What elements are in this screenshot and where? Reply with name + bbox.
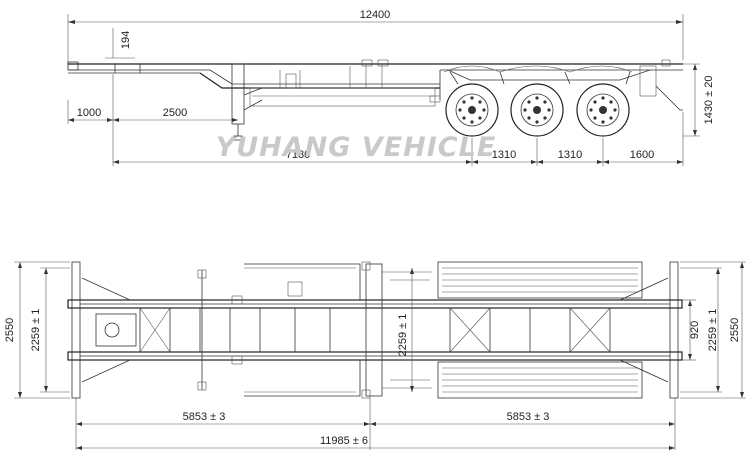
- wheel-2: [510, 83, 564, 137]
- wheels: [443, 65, 633, 137]
- front-lock-span-label: 5853 ± 3: [183, 411, 226, 423]
- overall-width-right-label: 2550: [729, 318, 741, 342]
- wheel-3: [576, 83, 630, 137]
- center-locks-width-label: 2259 ± 1: [397, 314, 409, 357]
- front-overhang-label: 1000: [77, 107, 101, 119]
- beam-spacing-label: 920: [689, 321, 701, 339]
- watermark-text: YUHANG VEHICLE: [216, 132, 497, 163]
- overall-length-dimension: 12400: [67, 9, 684, 68]
- trailer-side-body: [67, 59, 683, 141]
- overall-length-label: 12400: [360, 9, 391, 21]
- axle-spacing-1-label: 1310: [492, 149, 516, 161]
- beam-spacing-dimension: 920: [682, 299, 701, 361]
- plan-view: 2550 2259 ± 1: [4, 261, 746, 450]
- wheel-1: [445, 83, 499, 137]
- center-locks-width-dimension: 2259 ± 1: [397, 268, 414, 392]
- deck-height-label: 1430 ± 20: [703, 76, 715, 125]
- landing-gear-offset-label: 2500: [163, 107, 187, 119]
- kingpin-height-label: 194: [120, 31, 132, 49]
- total-lock-span-label: 11985 ± 6: [320, 435, 368, 447]
- locks-width-right-dimension: 2259 ± 1: [680, 267, 722, 393]
- deck-height-dimension: 1430 ± 20: [683, 63, 715, 137]
- front-overhang-dimension: 1000 2500: [67, 74, 238, 166]
- kingpin-to-axle-label: 7180: [286, 149, 310, 161]
- overall-width-left-label: 2550: [4, 318, 16, 342]
- rear-lock-span-label: 5853 ± 3: [507, 411, 550, 423]
- locks-width-left-dimension: 2259 ± 1: [30, 267, 70, 393]
- rear-overhang-label: 1600: [630, 149, 654, 161]
- lock-span-dimensions: 5853 ± 3 5853 ± 3 11985 ± 6: [75, 398, 676, 450]
- axle-dimensions: 7180 1310 1310 1600: [113, 112, 684, 166]
- locks-width-left-label: 2259 ± 1: [30, 309, 42, 352]
- kingpin-height-dimension: 194: [105, 28, 135, 59]
- axle-spacing-2-label: 1310: [558, 149, 582, 161]
- locks-width-right-label: 2259 ± 1: [707, 309, 719, 352]
- overall-width-left-dimension: 2550: [4, 261, 70, 399]
- overall-width-right-dimension: 2550: [680, 261, 746, 399]
- side-view: 12400 194: [67, 9, 715, 166]
- plan-frame: [67, 261, 683, 399]
